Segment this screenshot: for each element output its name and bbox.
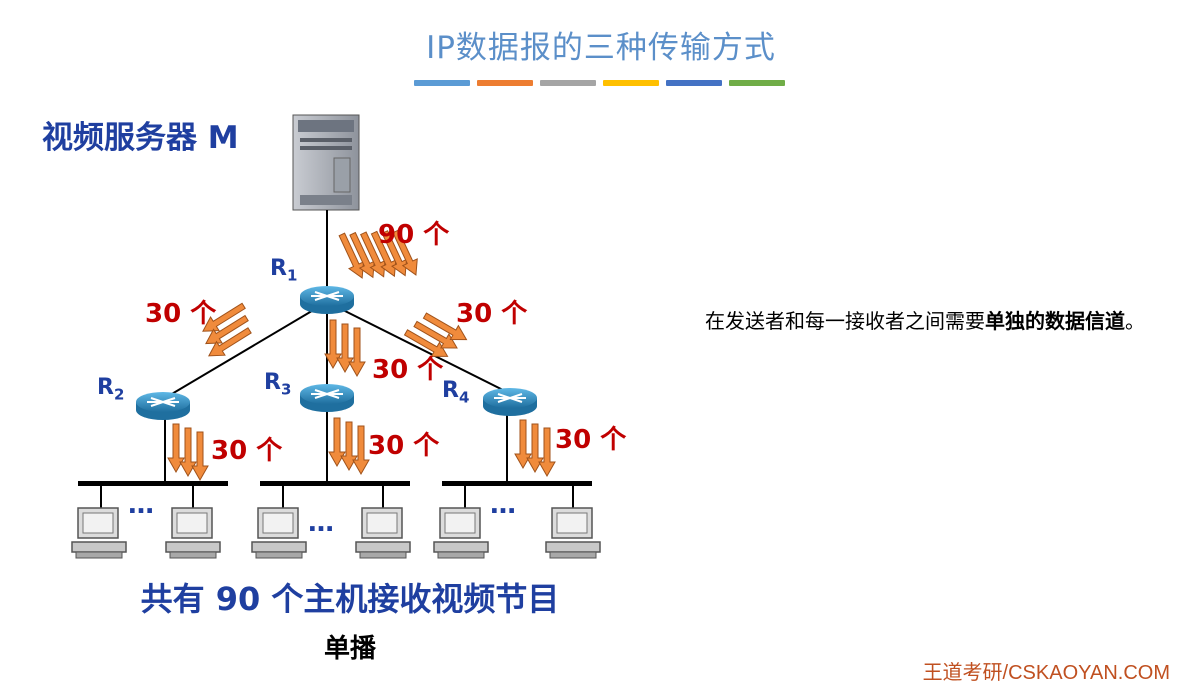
host-pc-icon (545, 507, 601, 559)
network-links (164, 210, 508, 484)
flow-count-r1-r3: 30 个 (372, 355, 444, 385)
router-r2-icon (135, 391, 191, 421)
router-r4-label: R4 (442, 378, 470, 407)
slide-title: IP数据报的三种传输方式 (426, 30, 776, 66)
more-hosts-ellipsis: … (490, 490, 516, 520)
host-pc-icon (251, 507, 307, 559)
title-bar-segment (414, 80, 470, 86)
server-label: 视频服务器 M (42, 120, 239, 156)
more-hosts-ellipsis: … (128, 490, 154, 520)
router-r3-label: R3 (264, 370, 292, 399)
title-bar-segment (540, 80, 596, 86)
video-server-icon (292, 114, 360, 211)
title-bar-segment (729, 80, 785, 86)
arrows-r3-to-lan (328, 417, 370, 475)
arrows-r2-to-lan (167, 423, 209, 481)
host-pc-icon (71, 507, 127, 559)
title-bar-segment (603, 80, 659, 86)
flow-count-r2-lan: 30 个 (211, 436, 283, 466)
host-pc-icon (165, 507, 221, 559)
host-pc-icon (433, 507, 489, 559)
flow-count-r1-r4: 30 个 (456, 299, 528, 329)
lan-segments (78, 481, 592, 510)
router-r3-icon (299, 383, 355, 413)
flow-count-r3-lan: 30 个 (368, 431, 440, 461)
footer-brand: 王道考研/CSKAOYAN.COM (922, 662, 1170, 684)
flow-count-server-r1: 90 个 (378, 220, 450, 250)
router-r2-label: R2 (97, 375, 125, 404)
arrows-r4-to-lan (514, 419, 556, 477)
diagram-summary: 共有 90 个主机接收视频节目 (140, 580, 560, 618)
arrows-r1-to-r3 (324, 319, 366, 377)
router-r1-icon (299, 285, 355, 315)
host-pc-icon (355, 507, 411, 559)
explanation-text: 在发送者和每一接收者之间需要单独的数据信道。 (705, 309, 1145, 333)
more-hosts-ellipsis: … (308, 508, 334, 538)
diagram-caption: 单播 (323, 634, 376, 664)
flow-count-r1-r2: 30 个 (145, 299, 217, 329)
router-r4-icon (482, 387, 538, 417)
title-bar-segment (666, 80, 722, 86)
flow-count-r4-lan: 30 个 (555, 425, 627, 455)
title-bar-segment (477, 80, 533, 86)
router-r1-label: R1 (270, 256, 298, 285)
